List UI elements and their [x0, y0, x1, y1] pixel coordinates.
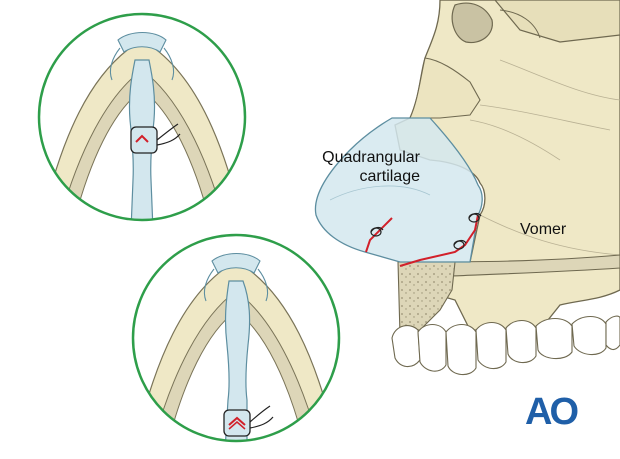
- frontal-bone: [440, 0, 620, 43]
- nasal-bone: [409, 57, 481, 119]
- inset-top: [37, 12, 247, 222]
- suture-knots: [370, 212, 482, 250]
- quadrangular-cartilage-label: Quadrangular cartilage: [305, 148, 420, 186]
- quadrangular-label-line2: cartilage: [359, 168, 420, 185]
- inset-bottom: [131, 233, 341, 443]
- septum-bottom: [224, 280, 251, 441]
- vomer-label: Vomer: [520, 221, 567, 238]
- teeth: [391, 315, 620, 376]
- frontal-sinus: [451, 2, 493, 44]
- maxilla-cancellous: [397, 261, 456, 336]
- quadrangular-label-line1: Quadrangular: [322, 149, 420, 166]
- skull-lateral-view: [314, 0, 620, 376]
- ao-logo: AO: [525, 391, 579, 433]
- quadrangular-cartilage: [314, 117, 483, 263]
